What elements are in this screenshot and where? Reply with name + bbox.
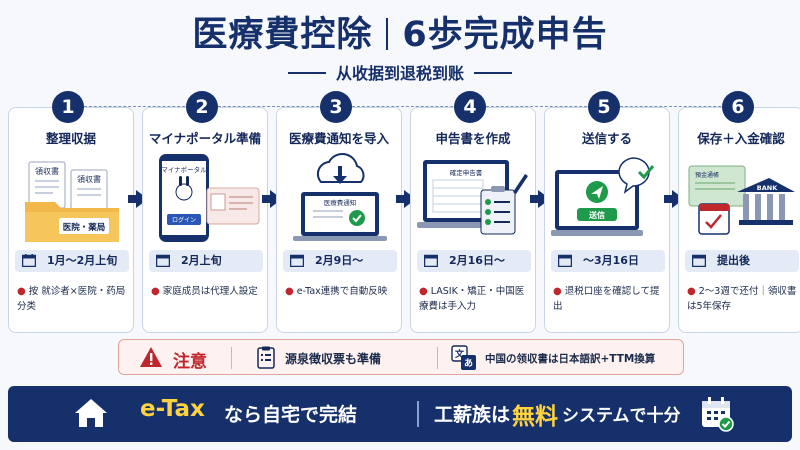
banner-text-3: システムで十分 (562, 406, 681, 426)
step-number-badge: 3 (320, 91, 352, 123)
document-list-icon (257, 346, 275, 369)
screen-title: 医療費通知 (324, 198, 357, 207)
banner-text-1: なら自宅で完結 (224, 404, 358, 426)
svg-text:文: 文 (454, 348, 465, 360)
step-connector (352, 106, 458, 107)
step-card-3: 医療費通知を导入 医療費通知 2月9日〜 ●e-Tax連携で自動反映 (276, 107, 402, 333)
calendar-icon (424, 254, 438, 267)
step-note-text: 退税口座を確認して提出 (553, 286, 660, 312)
caution-item-1: 源泉徴収票も準備 (285, 352, 382, 366)
step-date: 2月上旬 (149, 250, 263, 272)
step-connector (84, 106, 190, 107)
caution-label: 注意 (173, 352, 207, 372)
step-title: 医療費通知を导入 (288, 131, 389, 146)
step-note-text: 2〜3週で还付｜領収書は5年保存 (687, 286, 797, 312)
subtitle-line-left (287, 72, 326, 74)
step-number-badge: 5 (588, 91, 620, 123)
passbook-label: 預金通帳 (695, 171, 719, 179)
step-number-badge: 4 (454, 91, 486, 123)
banner-free: 無料 (512, 404, 558, 430)
calendar-icon (558, 254, 572, 267)
calendar-icon (22, 254, 36, 267)
bank-label: BANK (757, 184, 778, 192)
translate-icon: 文 あ (451, 345, 476, 370)
bottom-banner: e-Tax なら自宅で完結 工薪族は 無料 システムで十分 (8, 386, 792, 442)
send-laptop-icon: 送信 (551, 157, 655, 236)
step-note: ●家庭成员は代理人設定 (151, 286, 258, 297)
step-date-text: 2月16日〜 (449, 254, 505, 267)
folder-label: 医院・薬局 (63, 222, 106, 233)
step-date-text: 2月上旬 (181, 254, 222, 267)
calendar-check-icon (702, 397, 734, 432)
phone-title: マイナポータル (161, 165, 207, 174)
smartphone-card-icon: マイナポータル ログイン (159, 154, 260, 242)
caution-divider (231, 347, 232, 369)
step-date: 2月9日〜 (283, 250, 397, 272)
step-title: 整理収据 (45, 131, 96, 146)
title-divider (386, 18, 389, 50)
step-card-1: 整理収据 領収書 領収書 医院・薬局 1月〜2月上旬 ●按 就诊者×医院・药局分… (8, 107, 134, 333)
step-number-badge: 6 (722, 91, 754, 123)
step-note-text: e-Tax連携で自動反映 (296, 286, 388, 297)
step-card-2: マイナポータル準備 マイナポータル ログイン 2月上旬 ●家庭成员は代理人設定 (142, 107, 268, 333)
step-date-text: 提出後 (717, 254, 750, 267)
calendar-icon (692, 254, 706, 267)
step-date: 〜3月16日 (551, 250, 665, 272)
calendar-icon (156, 254, 170, 267)
page-title: 医療費控除 6歩完成申告 (0, 6, 800, 57)
login-button-label: ログイン (172, 216, 196, 224)
step-note: ●退税口座を確認して提出 (553, 286, 660, 312)
cloud-download-laptop-icon: 医療費通知 (293, 152, 387, 241)
step-title: マイナポータル準備 (148, 131, 262, 146)
caution-divider (437, 347, 438, 369)
step-date-text: 1月〜2月上旬 (47, 254, 118, 267)
tax-form-laptop-icon: 確定申告書 (417, 160, 528, 235)
warning-icon (140, 347, 162, 367)
step-connector (486, 106, 592, 107)
step-note: ●LASIK・矯正・中国医療費は手入力 (419, 286, 525, 312)
step-note: ●按 就诊者×医院・药局分类 (17, 286, 126, 312)
step-date: 1月〜2月上旬 (15, 250, 129, 272)
step-card-5: 送信する 送信 〜3月16日 ●退税口座を確認して提出 (544, 107, 670, 333)
step-title: 送信する (581, 131, 632, 146)
step-title: 申告書を作成 (435, 131, 511, 146)
step-title: 保存＋入金確認 (697, 131, 785, 146)
subtitle-text: 从收据到退税到账 (335, 64, 464, 83)
step-number-badge: 2 (186, 91, 218, 123)
page-subtitle: 从收据到退税到账 (0, 60, 800, 84)
step-note: ●e-Tax連携で自動反映 (285, 286, 388, 297)
step-connector (620, 106, 726, 107)
step-date-text: 〜3月16日 (583, 254, 639, 267)
screen-title: 確定申告書 (450, 168, 483, 177)
receipts-folder-icon: 領収書 領収書 医院・薬局 (25, 161, 119, 242)
step-note-text: LASIK・矯正・中国医療費は手入力 (419, 286, 525, 312)
caution-item-2: 中国の领収書は日本語訳+TTM換算 (485, 353, 656, 365)
step-number-badge: 1 (52, 91, 84, 123)
subtitle-line-right (474, 72, 512, 74)
step-note: ●2〜3週で还付｜領収書は5年保存 (687, 286, 797, 312)
banner-etax: e-Tax (140, 396, 205, 422)
title-right: 6歩完成申告 (402, 15, 608, 55)
step-date-text: 2月9日〜 (315, 254, 364, 267)
receipt-label-1: 領収書 (35, 166, 59, 176)
home-icon (75, 399, 107, 427)
step-card-4: 申告書を作成 確定申告書 2月16日〜 ●LASIK・矯正・中国医療費は手入力 (410, 107, 536, 333)
step-card-6: 保存＋入金確認 預金通帳 BANK 提出後 ●2〜3週で还付｜領収書は5年保存 (678, 107, 800, 333)
receipt-label-2: 領収書 (77, 174, 101, 184)
send-button-label: 送信 (588, 210, 605, 220)
step-date: 提出後 (685, 250, 799, 272)
banner-text-2: 工薪族は (434, 404, 511, 426)
banner-divider (417, 401, 419, 427)
svg-text:あ: あ (464, 358, 473, 369)
title-left: 医療費控除 (192, 15, 373, 55)
step-date: 2月16日〜 (417, 250, 531, 272)
caution-box: 注意 源泉徴収票も準備 文 あ 中国の领収書は日本語訳+TTM換算 (118, 339, 684, 375)
bank-passbook-icon: 預金通帳 BANK (688, 165, 795, 235)
step-note-text: 按 就诊者×医院・药局分类 (17, 286, 126, 312)
step-connector (218, 106, 324, 107)
step-note-text: 家庭成员は代理人設定 (162, 286, 258, 297)
calendar-icon (290, 254, 304, 267)
